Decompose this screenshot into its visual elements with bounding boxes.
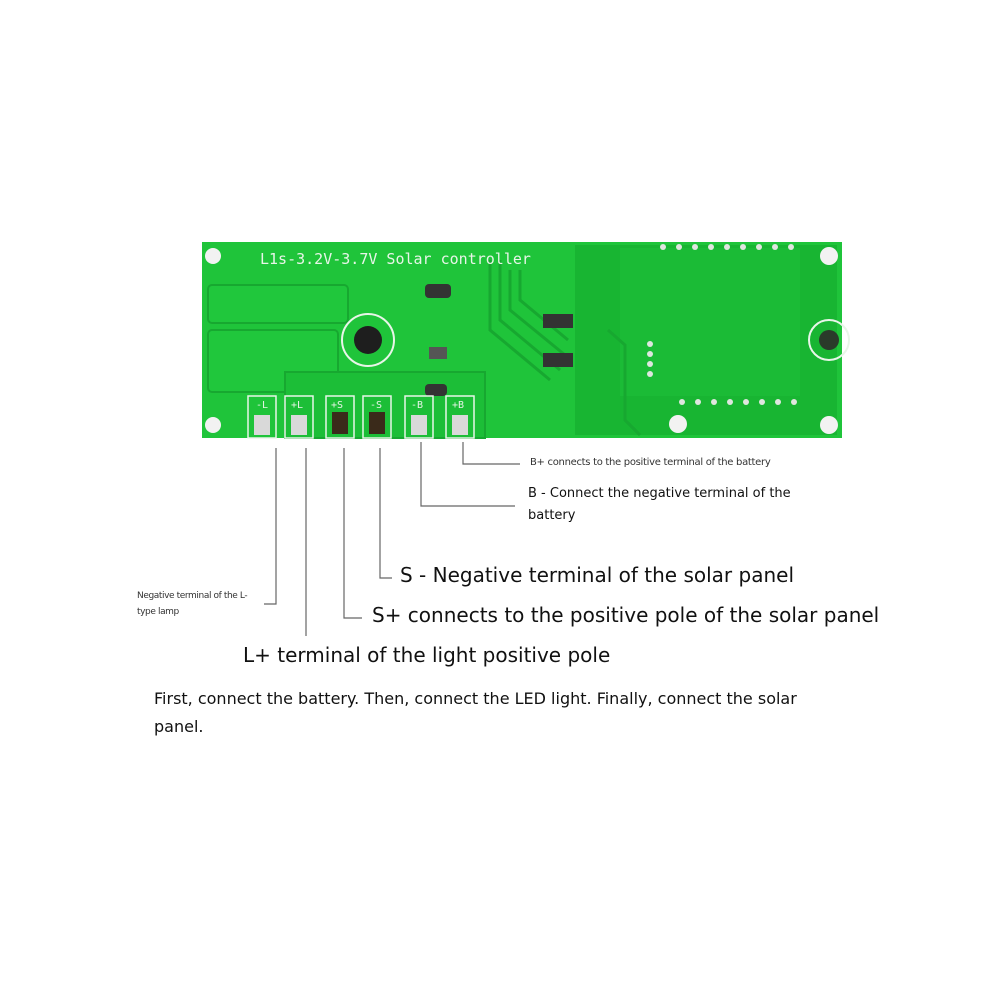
silkscreen-title: L1s-3.2V-3.7V Solar controller [260, 250, 531, 268]
leader-lines [264, 442, 520, 636]
svg-text:-B: -B [411, 400, 423, 411]
terminal-plus-l: +L [284, 395, 314, 439]
mounting-holes [205, 247, 850, 434]
leader-s-plus [343, 448, 362, 619]
svg-text:-L: -L [256, 400, 268, 411]
callout-l-minus: Negative terminal of the L-type lamp [137, 591, 248, 617]
leader-s-minus [379, 448, 392, 579]
svg-text:-S: -S [370, 400, 382, 411]
connection-order-note: First, connect the battery. Then, connec… [154, 689, 797, 736]
terminal-plus-b: +B [445, 395, 475, 439]
leader-b-plus [462, 442, 520, 465]
callout-b-plus: B+ connects to the positive terminal of … [530, 457, 771, 468]
copper-pour [620, 248, 800, 396]
callout-l-plus: L+ terminal of the light positive pole [243, 643, 611, 667]
svg-text:+S: +S [331, 400, 343, 411]
callout-b-minus: B - Connect the negative terminal of the… [528, 486, 791, 523]
callout-s-minus: S - Negative terminal of the solar panel [400, 563, 794, 587]
leader-b-minus [420, 442, 515, 507]
terminal-plus-s: +S [325, 395, 355, 439]
smd-components [425, 284, 573, 396]
terminal-minus-b: -B [404, 395, 434, 439]
terminal-block: -L +L +S -S -B +B [247, 395, 475, 439]
svg-text:+B: +B [452, 400, 464, 411]
copper-pour [207, 284, 349, 324]
terminal-minus-s: -S [362, 395, 392, 439]
terminal-minus-l: -L [247, 395, 277, 439]
callout-s-plus: S+ connects to the positive pole of the … [372, 603, 880, 627]
svg-text:+L: +L [291, 400, 303, 411]
leader-l-minus [264, 448, 277, 605]
header-pins [647, 244, 797, 405]
